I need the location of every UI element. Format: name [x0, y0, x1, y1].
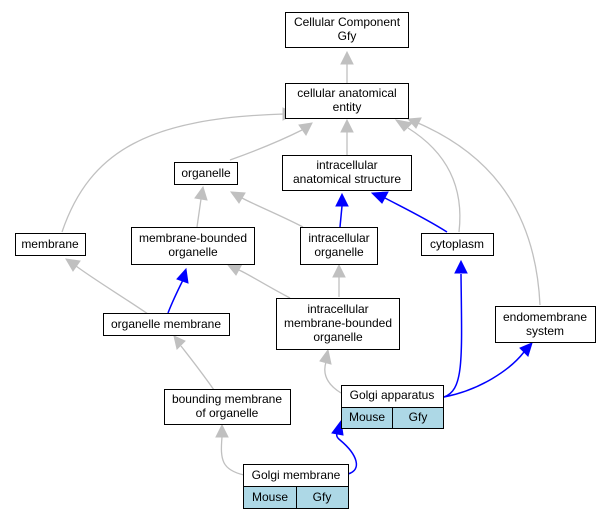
cell-label-mouse: Mouse — [349, 410, 385, 424]
edge-es-to-cae — [406, 117, 541, 306]
cell-label-gfy: Gfy — [313, 490, 332, 504]
edge-cytoplasm-to-ias — [370, 191, 448, 233]
node-label: cytoplasm — [430, 237, 484, 251]
edge-om-to-mbo — [167, 267, 189, 314]
node-bounding-membrane-of-organelle[interactable]: bounding membrane of organelle — [164, 389, 291, 425]
edge-om-to-membrane — [65, 258, 149, 315]
node-label-line1: intracellular — [316, 158, 377, 172]
node-organelle-membrane[interactable]: organelle membrane — [103, 313, 230, 336]
edge-imbo-to-mbo — [227, 263, 291, 299]
edge-golgiapp-to-imbo — [319, 348, 342, 394]
node-label-line2: organelle — [314, 245, 364, 259]
node-label-line2: entity — [333, 100, 362, 114]
node-label-line2: Gfy — [338, 29, 357, 43]
edge-mbo-to-organelle — [194, 185, 208, 228]
node-cellular-component-gfy[interactable]: Cellular Component Gfy — [285, 12, 409, 48]
node-intracellular-anatomical-structure[interactable]: intracellular anatomical structure — [282, 155, 412, 191]
node-cytoplasm[interactable]: cytoplasm — [421, 233, 494, 256]
node-intracellular-organelle[interactable]: intracellular organelle — [300, 227, 378, 265]
edge-cytoplasm-to-cae — [394, 119, 461, 233]
node-label-line1: endomembrane — [503, 310, 587, 324]
node-membrane-bounded-organelle[interactable]: membrane-bounded organelle — [131, 227, 255, 265]
node-label-line2: membrane-bounded — [284, 316, 392, 330]
node-label: organelle membrane — [111, 317, 221, 331]
node-intracellular-membrane-bounded-organelle[interactable]: intracellular membrane-bounded organelle — [276, 298, 400, 350]
node-cellular-anatomical-entity[interactable]: cellular anatomical entity — [285, 83, 409, 119]
node-label-line1: bounding membrane — [172, 392, 282, 406]
node-label-line2: anatomical structure — [293, 172, 401, 186]
node-label-line2: organelle — [168, 245, 218, 259]
node-golgi-apparatus[interactable]: Golgi apparatus — [341, 385, 444, 408]
node-label-line1: membrane-bounded — [139, 231, 247, 245]
cell-label-mouse: Mouse — [252, 490, 288, 504]
node-label: Golgi membrane — [252, 468, 341, 482]
edge-bmo-to-om — [173, 335, 215, 391]
edge-ias-to-cae — [340, 118, 354, 155]
node-golgi-membrane[interactable]: Golgi membrane — [243, 464, 349, 487]
node-label-line3: organelle — [313, 330, 363, 344]
node-label-line1: intracellular — [308, 231, 369, 245]
node-label-line1: Cellular Component — [294, 15, 401, 29]
node-label-line2: of organelle — [196, 406, 259, 420]
edge-golgiapp-to-cytoplasm — [443, 259, 468, 398]
table-cell-gfy[interactable] — [296, 486, 349, 509]
node-organelle[interactable]: organelle — [174, 162, 238, 185]
edge-organelle-to-cae — [229, 122, 313, 161]
node-label-line2: system — [526, 324, 564, 338]
node-label-line1: intracellular — [307, 302, 368, 316]
cell-label-gfy: Gfy — [409, 410, 428, 424]
edge-io-to-organelle — [229, 191, 304, 228]
node-membrane[interactable]: membrane — [15, 233, 86, 256]
edge-cae-to-cc — [340, 50, 354, 83]
node-label-line1: cellular anatomical — [297, 86, 396, 100]
node-label: organelle — [181, 166, 231, 180]
edge-golgimem-to-bmo — [215, 423, 245, 476]
node-label: Golgi apparatus — [350, 388, 435, 402]
edge-io-to-ias — [335, 192, 349, 228]
table-cell-gfy[interactable] — [392, 407, 444, 429]
edge-golgiapp-to-es — [443, 342, 533, 398]
node-label: membrane — [21, 237, 79, 251]
edge-imbo-to-io — [332, 263, 346, 297]
node-endomembrane-system[interactable]: endomembrane system — [495, 306, 596, 343]
